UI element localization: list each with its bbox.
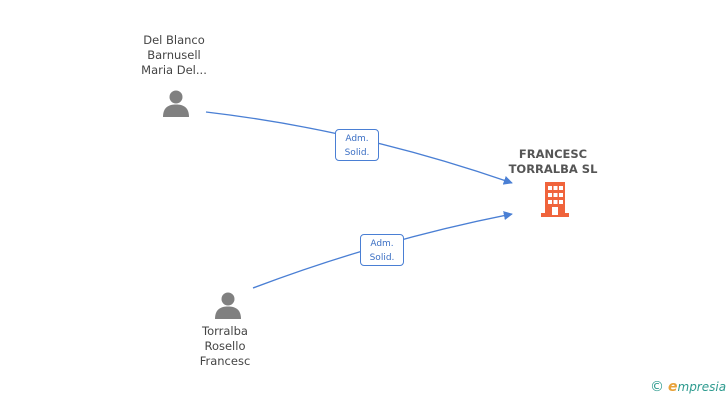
building-icon[interactable] — [539, 182, 571, 218]
person-icon[interactable] — [213, 290, 243, 320]
person-name-1[interactable]: Del Blanco Barnusell Maria Del... — [141, 33, 207, 77]
copyright-icon: © — [650, 379, 664, 395]
company-name[interactable]: FRANCESC TORRALBA SL — [508, 147, 598, 176]
person-name-2[interactable]: Torralba Rosello Francesc — [199, 324, 251, 368]
edge-label-1[interactable]: Adm. Solid. — [335, 129, 379, 161]
person-icon[interactable] — [161, 88, 191, 118]
empresia-logo[interactable]: ©empresia — [650, 379, 727, 395]
edge-label-2[interactable]: Adm. Solid. — [360, 234, 404, 266]
